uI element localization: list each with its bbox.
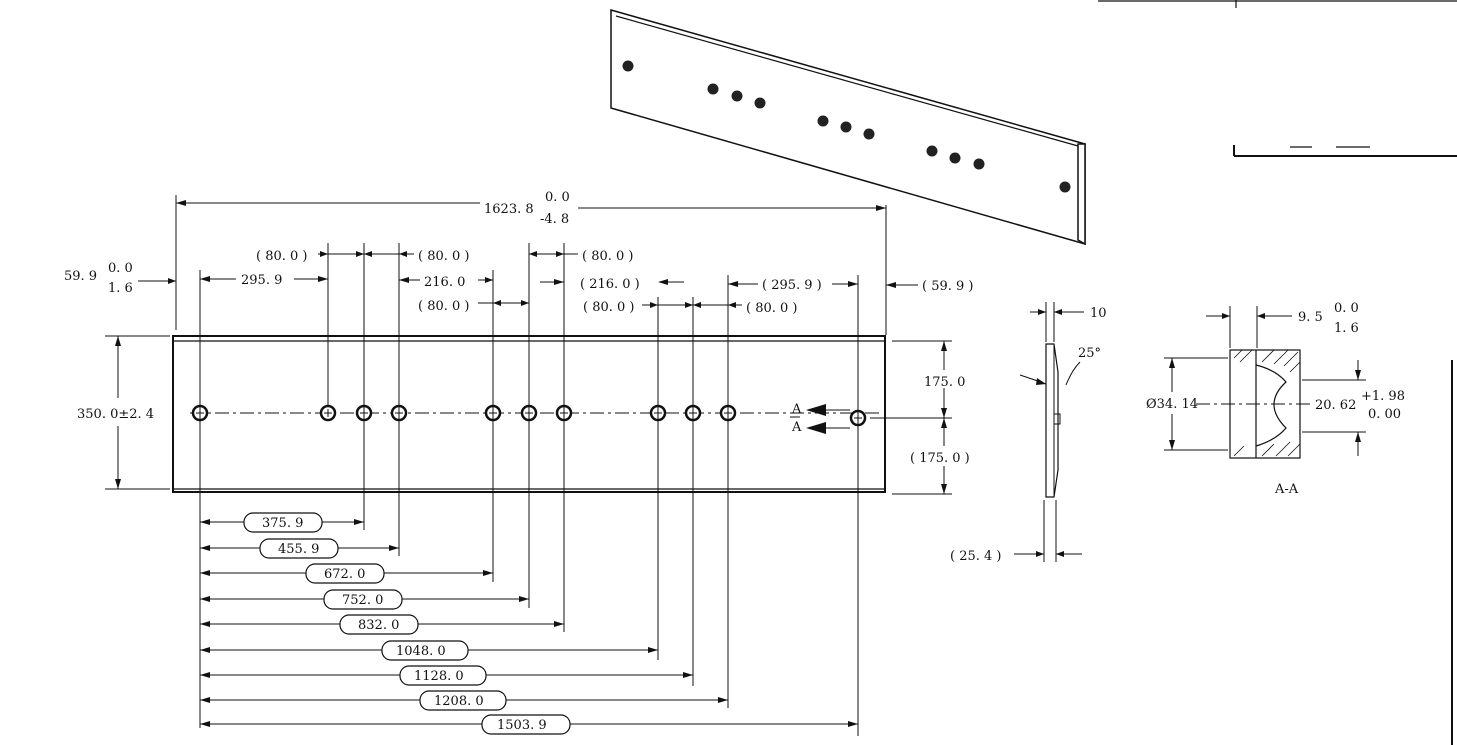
iso-hole: [754, 97, 766, 109]
pitch-80-e: ( 80. 0 ): [583, 300, 635, 315]
iso-hole: [817, 115, 829, 127]
pitch-80-f: ( 80. 0 ): [746, 301, 798, 316]
overall-length-tol-lower: -4. 8: [540, 212, 569, 227]
half-width-top: 175. 0: [924, 375, 965, 390]
group-gap-dimensions: 216. 0 ( 216. 0 ): [399, 275, 684, 292]
first-pitch-dimension: 295. 9: [200, 273, 328, 288]
end-offset-right-value: ( 59. 9 ): [922, 279, 974, 294]
hole-position-5: 832. 0: [358, 618, 399, 633]
hole-position-6: 1048. 0: [396, 644, 446, 659]
overall-length-value: 1623. 8: [484, 202, 534, 217]
section-diameter: Ø34. 14: [1146, 397, 1198, 412]
iso-hole: [707, 83, 719, 95]
hole-position-4: 752. 0: [342, 593, 383, 608]
side-bevel-angle: 25°: [1078, 346, 1101, 361]
section-inner-value: 20. 62: [1315, 398, 1356, 413]
hole-position-9: 1503. 9: [497, 718, 547, 733]
hole-position-7: 1128. 0: [414, 669, 464, 684]
section-depth-value: 9. 5: [1298, 310, 1323, 325]
group-gap-b: ( 216. 0 ): [580, 277, 640, 292]
group-gap-a: 216. 0: [424, 275, 465, 290]
overall-length-tol-upper: 0. 0: [545, 190, 570, 205]
pitch-80-a: ( 80. 0 ): [256, 249, 308, 264]
width-value: 350. 0±2. 4: [77, 407, 154, 422]
first-pitch-value: 295. 9: [241, 273, 282, 288]
iso-hole: [926, 145, 938, 157]
iso-hole: [949, 152, 961, 164]
hole-position-dimensions: 375. 9 455. 9 672. 0 752. 0 832. 0 1048.…: [200, 512, 858, 735]
pitch-80-c: ( 80. 0 ): [582, 249, 634, 264]
overall-length-dimension: 1623. 8 0. 0 -4. 8: [176, 190, 886, 227]
side-thickness-top: 10: [1090, 306, 1107, 321]
pitch-80-b: ( 80. 0 ): [418, 249, 470, 264]
section-view: 9. 5 0. 0 1. 6 Ø34. 14: [1146, 301, 1405, 497]
side-view: 10 25° ( 25. 4 ): [950, 302, 1107, 564]
iso-hole: [1059, 181, 1071, 193]
iso-hole: [840, 121, 852, 133]
section-hatching: [1233, 349, 1301, 457]
iso-hole: [973, 158, 985, 170]
end-offset-tol-lower: 1. 6: [108, 281, 133, 296]
bolt-hole: [319, 404, 337, 422]
end-offset-right-dimension: ( 59. 9 ): [886, 279, 974, 294]
section-marker-bottom: A: [791, 420, 802, 435]
section-marker: A A: [790, 402, 850, 435]
iso-hole: [863, 128, 875, 140]
pitch-dimensions-row1: ( 80. 0 ) ( 80. 0 ) ( 80. 0 ): [256, 249, 634, 264]
hole-position-3: 672. 0: [324, 567, 365, 582]
section-inner-tol-upper: +1. 98: [1361, 389, 1405, 404]
pitch-80-d: ( 80. 0 ): [418, 299, 470, 314]
pitch-dimensions-row2: ( 80. 0 ) ( 80. 0 ) ( 80. 0 ): [418, 299, 798, 316]
half-width-bottom: ( 175. 0 ): [910, 451, 970, 466]
last-pitch-value: ( 295. 9 ): [762, 278, 822, 293]
width-dimension: 350. 0±2. 4: [77, 335, 170, 490]
hole-position-1: 375. 9: [262, 516, 303, 531]
hole-position-2: 455. 9: [278, 542, 319, 557]
iso-hole: [622, 60, 634, 72]
side-thickness-bottom: ( 25. 4 ): [950, 549, 1002, 564]
last-pitch-dimension: ( 295. 9 ): [728, 278, 858, 293]
end-offset-tol-upper: 0. 0: [108, 261, 133, 276]
iso-hole: [731, 90, 743, 102]
section-inner-tol-lower: 0. 00: [1368, 407, 1401, 422]
section-marker-top: A: [791, 402, 802, 417]
isometric-plate-view: [610, 9, 1086, 246]
end-offset-value: 59. 9: [64, 269, 97, 284]
section-label: A-A: [1274, 482, 1299, 497]
half-width-dimensions: 175. 0 ( 175. 0 ): [870, 340, 980, 495]
section-depth-tol-upper: 0. 0: [1334, 301, 1359, 316]
section-depth-tol-lower: 1. 6: [1334, 321, 1359, 336]
title-block-fragment: [1098, 0, 1457, 745]
extension-lines: [175, 195, 887, 736]
end-offset-dimension: 59. 9 0. 0 1. 6: [64, 261, 176, 296]
hole-position-8: 1208. 0: [434, 694, 484, 709]
